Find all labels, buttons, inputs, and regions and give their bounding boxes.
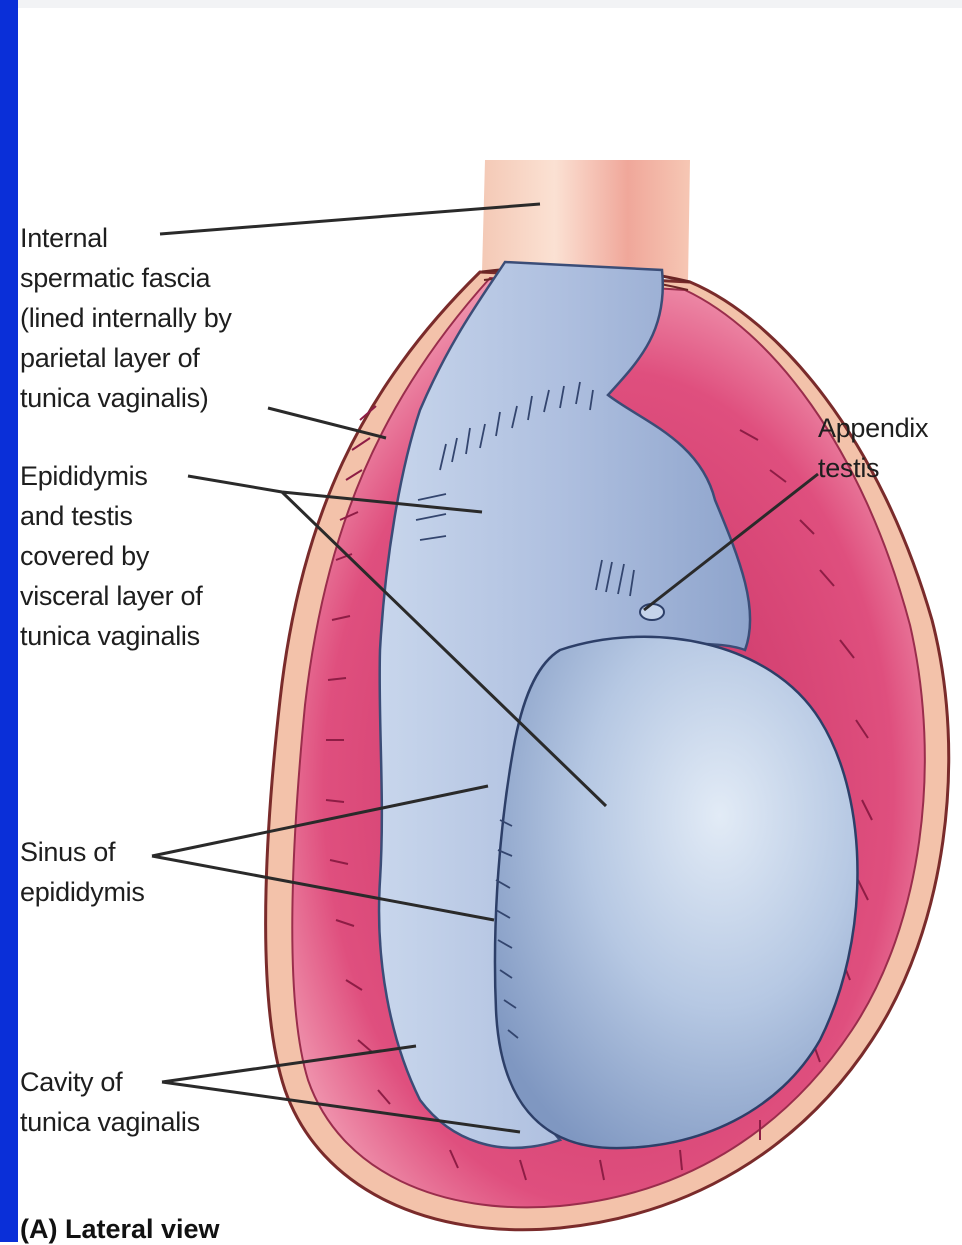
label-appendix-testis: Appendix testis	[818, 408, 928, 488]
appendix-testis-nub	[640, 604, 664, 620]
label-cavity-of-tunica-vaginalis: Cavity of tunica vaginalis	[20, 1062, 200, 1142]
label-epididymis-and-testis: Epididymis and testis covered by viscera…	[20, 456, 202, 656]
label-internal-spermatic-fascia: Internal spermatic fascia (lined interna…	[20, 218, 232, 418]
figure-caption: (A) Lateral view	[20, 1214, 220, 1245]
label-sinus-of-epididymis: Sinus of epididymis	[20, 832, 145, 912]
